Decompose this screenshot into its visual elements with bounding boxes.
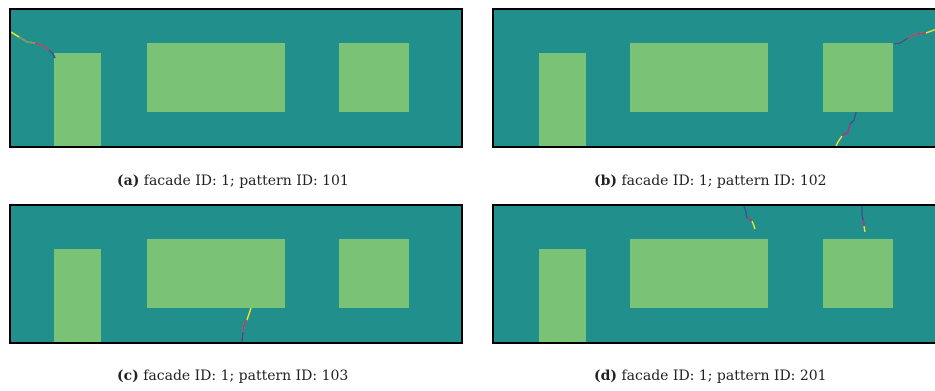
crack-line [841,123,851,137]
crack-line [48,49,56,59]
opening-window-large [630,239,768,308]
opening-door [54,249,101,342]
facade-image-b [492,8,935,148]
opening-door [54,53,101,146]
crack-line [907,32,927,39]
caption-a: (a) facade ID: 1; pattern ID: 101 [117,173,349,189]
opening-window-small [339,239,409,308]
crack-line [862,219,865,227]
opening-window-small [823,239,893,308]
facade-image-a [9,8,463,148]
facade-image-c [9,204,463,344]
opening-door [539,249,586,342]
facade-image-d [492,204,935,344]
crack-line [746,217,753,222]
opening-door [539,53,586,146]
caption-d: (d) facade ID: 1; pattern ID: 201 [594,368,827,384]
opening-window-small [823,43,893,112]
crack-line [863,225,866,233]
opening-window-large [147,239,285,308]
caption-c: (c) facade ID: 1; pattern ID: 103 [117,368,349,384]
opening-window-large [147,43,285,112]
crack-line [34,42,50,51]
opening-window-small [339,43,409,112]
crack-line [835,135,843,146]
crack-line [18,36,36,44]
opening-window-large [630,43,768,112]
crack-line [242,319,248,333]
crack-line [893,37,909,45]
crack-line [751,220,756,230]
caption-b: (b) facade ID: 1; pattern ID: 102 [594,173,827,189]
crack-line [241,331,244,342]
